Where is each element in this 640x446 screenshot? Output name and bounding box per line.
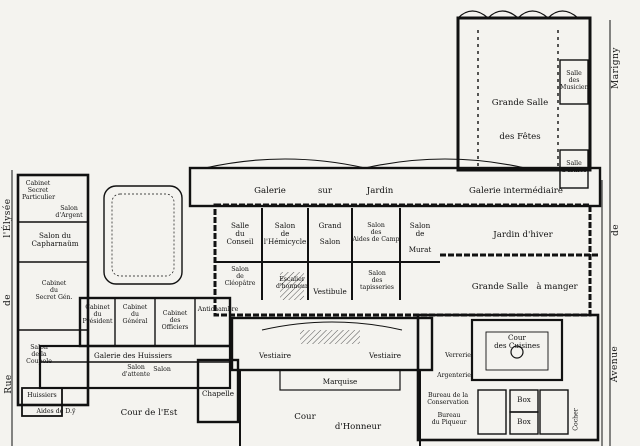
label-grand-salon: Grand Salon xyxy=(318,221,342,246)
label-salle-armes: Salle d'armes xyxy=(561,160,587,174)
label-cabinet-officiers: Cabinet des Officiers xyxy=(161,310,189,331)
label-marquise: Marquise xyxy=(322,377,358,386)
label-avenue: Avenue xyxy=(610,345,620,383)
label-vestiaire-left: Vestiaire xyxy=(259,351,291,360)
marquise xyxy=(279,369,401,391)
fetes-hall-wall xyxy=(456,16,592,172)
label-de: de xyxy=(3,293,13,307)
label-escalier-honneur: Escalier d'honneur xyxy=(276,276,308,290)
service-wing xyxy=(416,313,600,442)
label-cocher: Cocher xyxy=(572,408,580,431)
escalier-hatch xyxy=(280,272,304,300)
label-salon-small: Salon xyxy=(153,366,171,373)
garden-parterre xyxy=(103,185,183,285)
main-block xyxy=(213,203,592,317)
label-cour: Cour xyxy=(294,412,316,422)
label-cabinet-general: Cabinet du Général xyxy=(122,304,148,325)
label-galerie-huissiers: Galerie des Huissiers xyxy=(94,351,172,360)
vestiaire-arc xyxy=(261,321,403,331)
huissiers-room xyxy=(21,387,63,417)
box-4 xyxy=(539,389,569,435)
label-cour-est: Cour de l'Est xyxy=(120,408,178,418)
label-huissiers: Huissiers xyxy=(27,392,57,399)
fetes-top-arches xyxy=(457,10,579,19)
label-salon-tapisseries: Salon des tapisseries xyxy=(360,270,394,291)
label-des-fetes: des Fêtes xyxy=(499,132,541,142)
label-elysee: l'Élysée xyxy=(3,198,13,238)
label-salle-musiciens: Salle des Musiciens xyxy=(560,70,592,91)
label-salon-aides-camp: Salon des Aides de Camp xyxy=(352,222,400,243)
label-vestiaire-right: Vestiaire xyxy=(369,351,401,360)
label-salle-conseil: Salle du Conseil xyxy=(226,221,254,246)
label-salon-coupole: Salon de la Coupole xyxy=(26,344,52,365)
garden-inner xyxy=(111,193,175,277)
label-jardin-hiver: Jardin d'hiver xyxy=(493,230,553,240)
label-argenterie: Argenterie xyxy=(437,372,471,379)
label-aides-ofs: Aides de D.ÿ xyxy=(36,408,76,415)
chapelle-room xyxy=(196,358,240,424)
label-cabinet-secret-gen: Cabinet du Secret Gén. xyxy=(35,280,73,301)
label-chapelle: Chapelle xyxy=(201,389,235,398)
label-sur: sur xyxy=(317,186,333,196)
musiciens-room xyxy=(559,59,589,105)
label-a-manger: à manger xyxy=(536,282,578,292)
label-jardin: Jardin xyxy=(366,186,394,196)
label-box-1: Box xyxy=(517,395,531,404)
label-salon-attente: Salon d'attente xyxy=(121,364,151,378)
label-galerie: Galerie xyxy=(254,186,286,196)
label-salon-hemicycle: Salon de l'Hémicycle xyxy=(263,221,307,246)
cuisines-well xyxy=(510,345,524,359)
label-cour-cuisines: Cour des Cuisines xyxy=(494,333,540,350)
left-wing xyxy=(16,173,90,407)
label-salon-murat: Salon de Murat xyxy=(408,221,432,254)
label-salon-capharnaum: Salon du Capharnaüm xyxy=(31,231,79,248)
label-marigny: Marigny xyxy=(611,47,621,89)
label-bureau-piqueur: Bureau du Piqueur xyxy=(431,412,467,426)
label-grande-salle: Grande Salle xyxy=(471,282,529,292)
label-bureau-conservation: Bureau de la Conservation xyxy=(427,392,469,406)
label-box-2: Box xyxy=(517,417,531,426)
label-rue: Rue xyxy=(4,374,14,394)
label-de-right: de xyxy=(611,223,621,237)
galerie-bow xyxy=(204,158,526,169)
cuisines-court xyxy=(470,318,564,382)
label-antichambre: Antichambre xyxy=(197,306,239,313)
cuisines-inner xyxy=(485,331,549,371)
label-cabinet-president: Cabinet du Président xyxy=(82,304,113,325)
label-cabinet-secret: Cabinet Secret Particulier xyxy=(22,180,56,201)
label-salon-argent: Salon d'Argent xyxy=(55,205,83,219)
box-3 xyxy=(477,389,507,435)
label-galerie-intermediaire: Galerie intermédiaire xyxy=(469,186,563,196)
vestiaire-stairs xyxy=(300,330,360,344)
label-grande-salle-fetes: Grande Salle xyxy=(491,98,549,108)
label-salon-cleopatre: Salon de Cléopâtre xyxy=(224,266,256,287)
label-d-honneur: d'Honneur xyxy=(334,422,382,432)
label-vestibule: Vestibule xyxy=(313,287,347,296)
label-verrerie: Verrerie xyxy=(445,352,471,359)
huissiers-gallery xyxy=(38,344,232,390)
box-2 xyxy=(509,411,539,435)
